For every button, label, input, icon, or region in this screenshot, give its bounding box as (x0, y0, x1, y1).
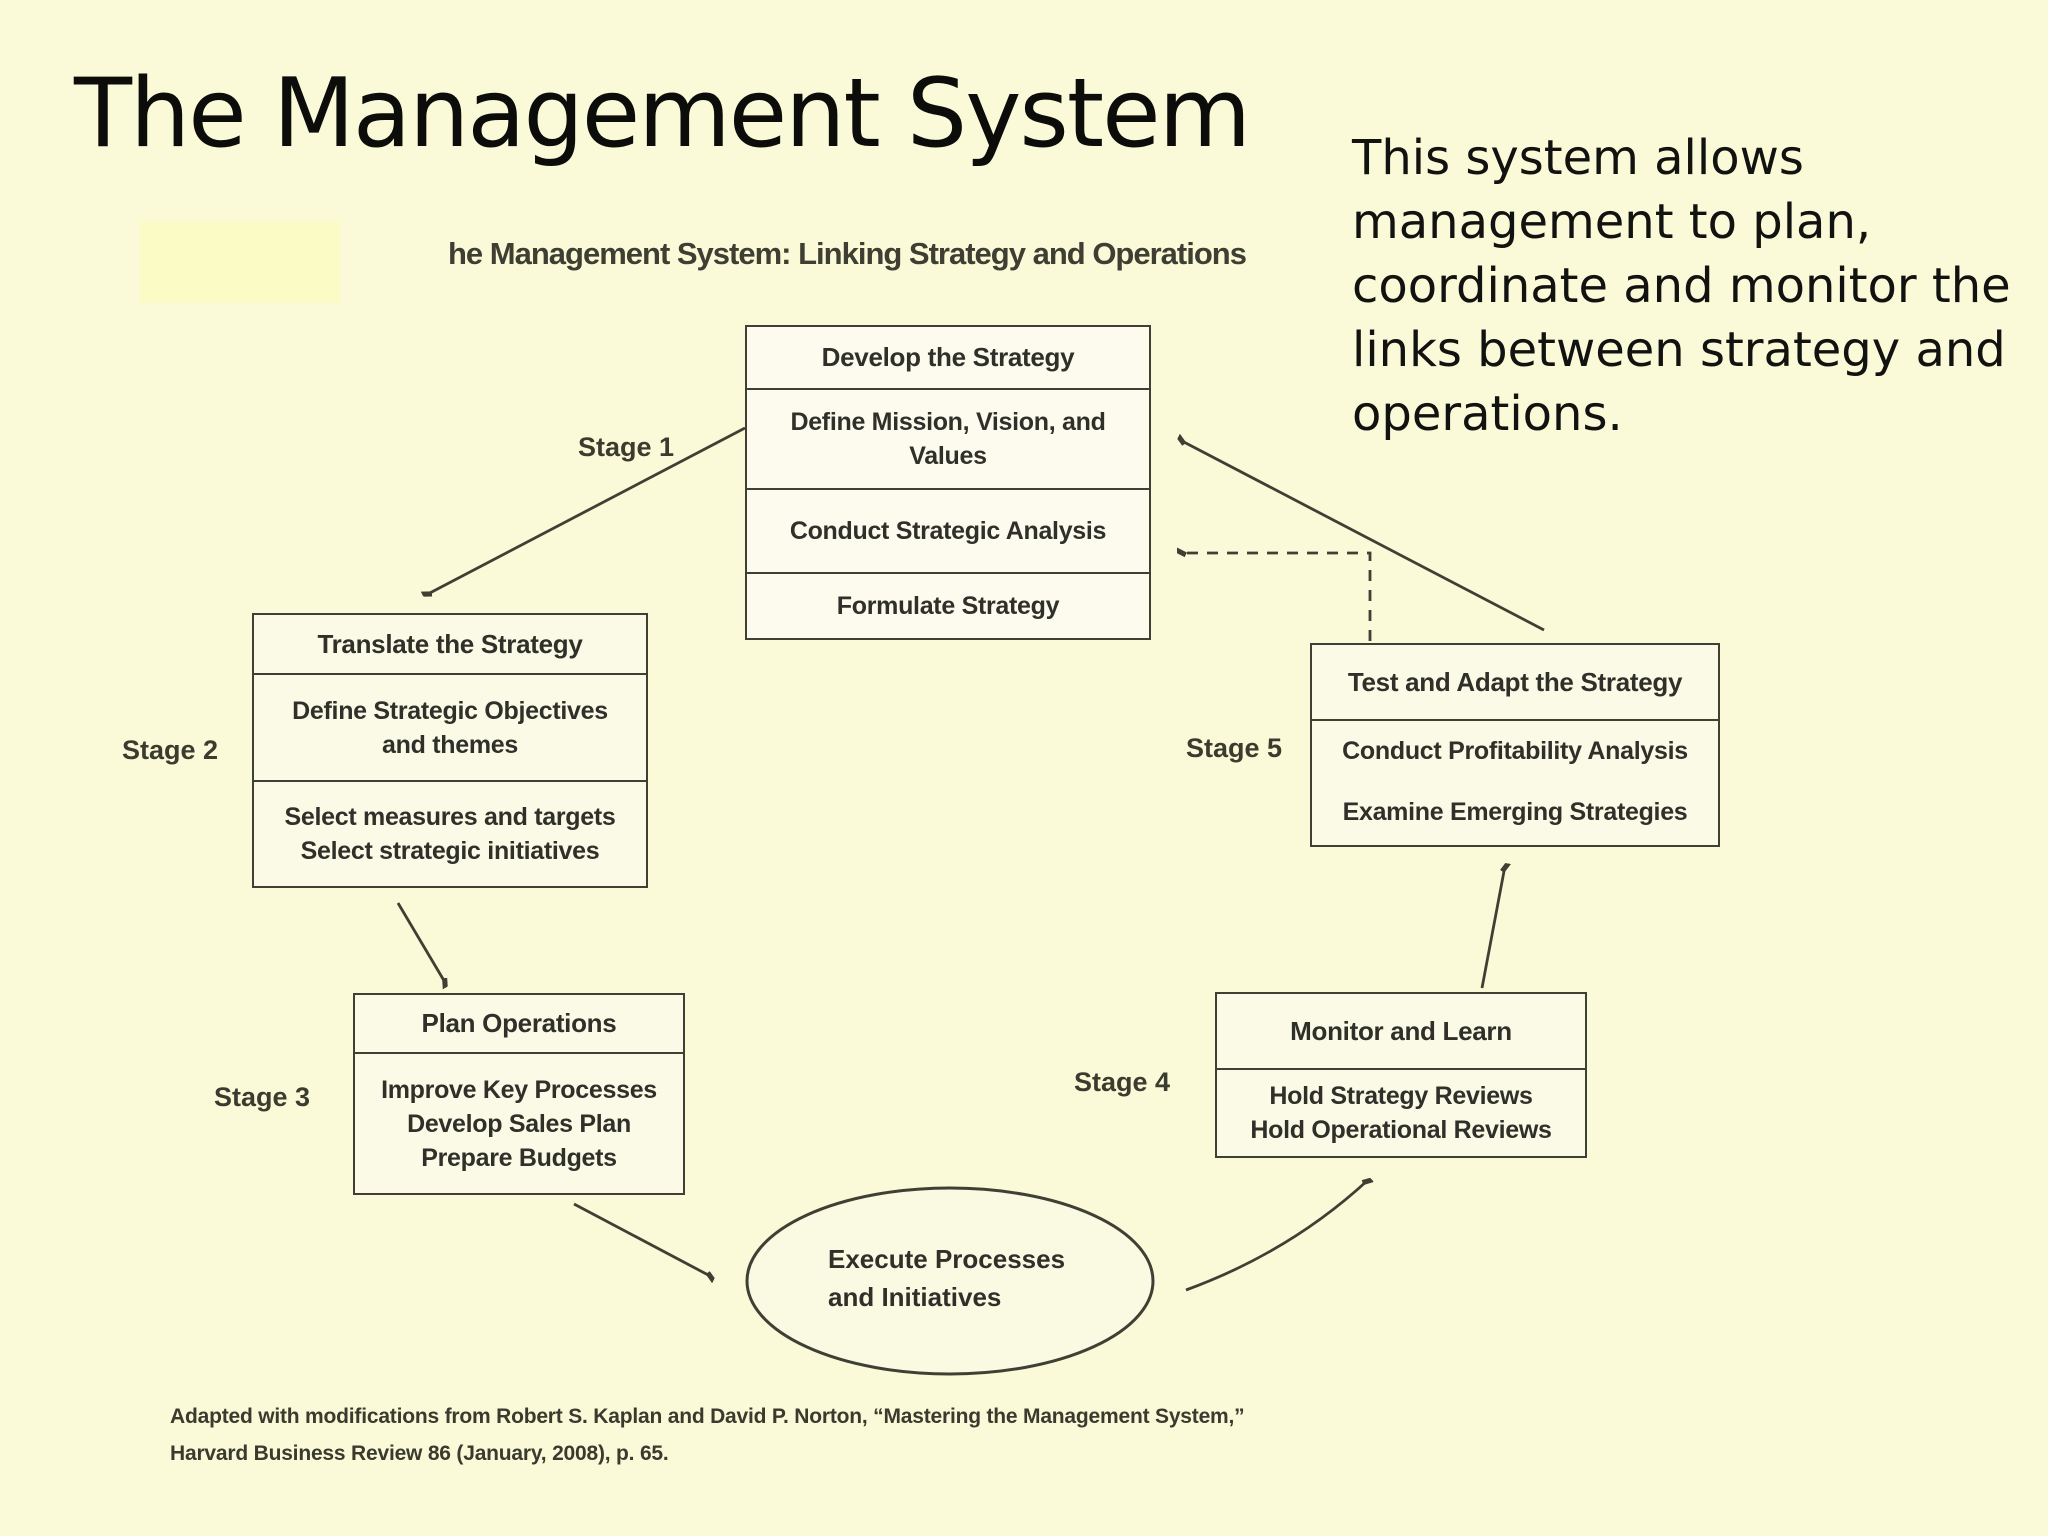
stage5-label: Stage 5 (1186, 733, 1283, 763)
stage5-items: Conduct Profitability Analysis Examine E… (1312, 719, 1718, 845)
citation-line-2: Harvard Business Review 86 (January, 200… (170, 1442, 669, 1465)
stage1-box: Develop the Strategy Define Mission, Vis… (745, 325, 1151, 640)
stage1-item-1: Define Mission, Vision, and Values (747, 388, 1149, 488)
stage3-title: Plan Operations (421, 1008, 617, 1038)
stage5-item-2: Examine Emerging Strategies (1342, 798, 1688, 826)
citation: Adapted with modifications from Robert S… (170, 1398, 1470, 1472)
arrow-stage2-to-stage3 (396, 902, 446, 984)
stage4-item-1: Hold Strategy Reviews Hold Operational R… (1217, 1068, 1585, 1156)
stage4-label: Stage 4 (1074, 1067, 1171, 1097)
stage4-title: Monitor and Learn (1290, 1015, 1512, 1046)
arrow-stage5-to-stage1 (1180, 440, 1545, 632)
stage5-title: Test and Adapt the Strategy (1347, 666, 1683, 697)
stage1-item-2: Conduct Strategic Analysis (747, 488, 1149, 572)
stage1-title: Develop the Strategy (821, 342, 1075, 372)
page-title: The Management System (74, 59, 1251, 169)
stage4-box: Monitor and Learn Hold Strategy Reviews … (1215, 992, 1587, 1158)
stage1-label: Stage 1 (578, 432, 675, 462)
arrow-stage4-to-stage5 (1480, 866, 1505, 989)
citation-line-1: Adapted with modifications from Robert S… (170, 1405, 1245, 1428)
stage3-box: Plan Operations Improve Key Processes De… (353, 993, 685, 1195)
stage2-label: Stage 2 (122, 735, 219, 765)
heading-highlight-rect (140, 221, 340, 303)
dashed-arrow-stage5-to-strategic-analysis (1180, 553, 1372, 641)
stage2-item-1: Define Strategic Objectives and themes (254, 673, 646, 780)
stage2-box: Translate the Strategy Define Strategic … (252, 613, 648, 888)
stage2-title: Translate the Strategy (317, 628, 583, 659)
stage3-label: Stage 3 (214, 1082, 311, 1112)
side-note-text: This system allows management to plan, c… (1352, 130, 2011, 442)
figure-heading: he Management System: Linking Strategy a… (448, 236, 1247, 271)
stage5-item-1: Conduct Profitability Analysis (1342, 737, 1688, 765)
stage1-item-3: Formulate Strategy (747, 572, 1149, 638)
stage5-box: Test and Adapt the Strategy Conduct Prof… (1310, 643, 1720, 847)
arrow-ellipse-to-stage4 (1185, 1180, 1368, 1292)
execute-ellipse-text: Execute Processes and Initiatives (828, 1244, 1066, 1312)
stage2-item-2: Select measures and targets Select strat… (254, 780, 646, 886)
arrow-stage3-to-ellipse (573, 1202, 712, 1277)
stage3-item-1: Improve Key Processes Develop Sales Plan… (355, 1052, 683, 1193)
